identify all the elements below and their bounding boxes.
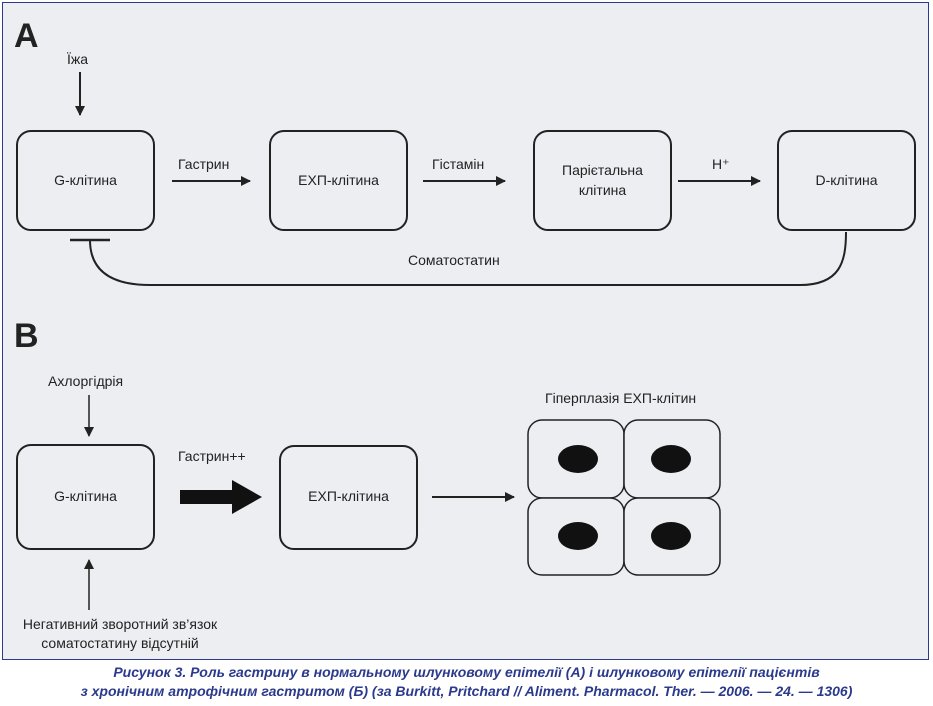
gastrin-plus-label: Гастрин++: [178, 448, 246, 464]
ecl-cell-box-a: [269, 130, 408, 231]
figure-caption: Рисунок 3. Роль гастрину в нормальному ш…: [0, 663, 933, 701]
parietal-label-2: клітина: [579, 182, 627, 198]
nucleus-2: [651, 445, 691, 473]
gastrin-label: Гастрин: [178, 156, 229, 172]
histamine-label: Гістамін: [432, 156, 484, 172]
panel-b-letter: B: [14, 317, 39, 355]
figure-panel: [2, 2, 929, 660]
d-cell-label: D-клітина: [815, 172, 877, 188]
feedback-label-2: соматостатину відсутній: [41, 635, 198, 651]
achlorhydria-label: Ахлоргідрія: [48, 373, 123, 389]
nucleus-3: [558, 522, 598, 550]
panel-a-letter: A: [14, 17, 39, 55]
feedback-label-1: Негативний зворотний зв’язок: [23, 616, 218, 632]
g-cell-box-a: [16, 130, 155, 231]
parietal-cell-box: [533, 130, 672, 231]
h-plus-label: H⁺: [712, 156, 730, 172]
ecl-cell-label-b: ЕХП-клітина: [308, 488, 389, 504]
caption-line-2: з хронічним атрофічним гастритом (Б) (за…: [80, 683, 853, 699]
g-cell-box-b: [16, 444, 155, 550]
food-label: Їжа: [67, 51, 88, 67]
ecl-cell-box-b: [279, 445, 418, 550]
nucleus-1: [558, 445, 598, 473]
somatostatin-label: Соматостатин: [408, 252, 500, 268]
d-cell-box: [777, 130, 916, 231]
somatostatin-feedback-line: [89, 231, 847, 286]
thick-gastrin-arrow: [180, 480, 262, 514]
g-cell-label-b: G-клітина: [54, 488, 117, 504]
ecl-cell-label-a: ЕХП-клітина: [298, 172, 379, 188]
hyperplasia-label: Гіперплазія ЕХП-клітин: [545, 390, 696, 406]
g-cell-label-a: G-клітина: [54, 172, 117, 188]
nucleus-4: [651, 522, 691, 550]
caption-line-1: Рисунок 3. Роль гастрину в нормальному ш…: [113, 664, 820, 680]
parietal-label-1: Парієтальна: [562, 162, 643, 178]
